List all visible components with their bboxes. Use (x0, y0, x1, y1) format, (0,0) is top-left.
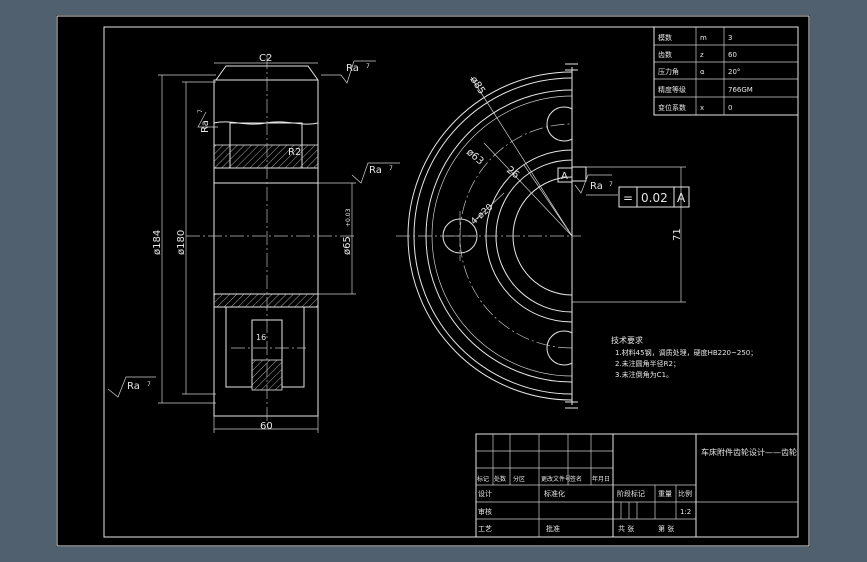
dim-63-dia: ø63 (464, 147, 486, 168)
dim-180-dia: ø180 (176, 230, 187, 255)
hatch-hub-upper (213, 144, 319, 169)
mark-row-2: 处数 (494, 475, 506, 483)
dim-keyway-depth: 71 (672, 228, 683, 241)
dim-pcd-dia: ø85 (467, 75, 486, 97)
weight-label: 重量 (658, 490, 672, 498)
gear-parameter-table (653, 26, 799, 116)
inner-border (103, 26, 799, 538)
keyway (572, 166, 587, 182)
sheet-total: 共 张 (618, 524, 634, 533)
datum-box (557, 167, 573, 183)
dim-key-width: 16 (256, 333, 266, 342)
outer-frame (56, 15, 810, 547)
param-cell: 变位系数 (658, 103, 686, 112)
param-cell: 0 (728, 104, 732, 112)
surface-mark-label: Ra (369, 165, 382, 176)
surface-mark-value: 7 (609, 181, 613, 188)
param-cell: 压力角 (658, 67, 679, 76)
section-view (107, 55, 400, 433)
datum-label: A (561, 171, 568, 182)
surface-mark-label: Ra (590, 181, 603, 192)
sheet-no: 第 张 (658, 524, 674, 533)
check-label: 审核 (478, 507, 492, 516)
param-cell: 20° (728, 68, 740, 76)
dim-outer-dia: ø184 (152, 230, 163, 255)
mark-row-4: 更改文件号 (541, 475, 571, 483)
param-cell: m (700, 34, 707, 42)
dim-hole-dia: 4-ø20 (469, 202, 495, 227)
surface-mark-label: Ra (200, 120, 211, 133)
tech-req-item-1: 1.材料45钢，调质处理，硬度HB220~250； (615, 348, 757, 357)
param-cell: 60 (728, 51, 737, 59)
mark-row-5: 签名 (570, 475, 582, 483)
surface-mark-value: 7 (147, 381, 151, 388)
surface-mark-label: Ra (346, 63, 359, 74)
scale-value: 1:2 (680, 508, 691, 516)
surface-mark-value: 7 (389, 165, 393, 172)
tech-req-item-2: 2.未注圆角半径R2； (615, 359, 680, 368)
hatch-hub-lower (213, 293, 319, 308)
dim-bore-tolerance: +0.03 (345, 208, 352, 227)
param-cell: α (700, 68, 705, 76)
dim-chamfer: C2 (259, 53, 272, 64)
tolerance-symbol: = (623, 191, 633, 205)
dim-bore-dia: ø65 (342, 236, 353, 255)
param-cell: 3 (728, 34, 732, 42)
surface-mark-value: 7 (197, 109, 204, 113)
surface-mark-value: 7 (366, 63, 370, 70)
lightening-hole (546, 330, 572, 366)
lightening-hole (546, 106, 572, 142)
tolerance-value: 0.02 (641, 191, 668, 205)
param-cell: 模数 (658, 33, 672, 42)
standard-label: 标准化 (544, 489, 565, 498)
param-cell: 齿数 (658, 50, 672, 59)
scale-label: 比例 (678, 489, 692, 498)
param-cell: x (700, 104, 704, 112)
mark-row-6: 年月日 (592, 475, 610, 483)
param-cell: 766GM (728, 86, 753, 94)
tech-req-item-3: 3.未注倒角为C1。 (615, 370, 673, 379)
param-cell: z (700, 51, 704, 59)
mark-row-3: 分区 (513, 475, 525, 483)
process-label: 工艺 (478, 525, 492, 533)
tolerance-frame (618, 186, 690, 208)
tech-req-title: 技术要求 (611, 335, 643, 345)
mark-row-1: 标记 (477, 475, 489, 483)
param-cell: 精度等级 (658, 85, 686, 94)
drawing-canvas: C2 R2 60 ø184 ø180 ø65 +0.03 16 Ra 7 Ra … (56, 15, 810, 547)
title-block (475, 433, 799, 538)
approve-label: 批准 (546, 524, 560, 533)
cad-drawing-sheet: C2 R2 60 ø184 ø180 ø65 +0.03 16 Ra 7 Ra … (56, 15, 810, 547)
dim-radius: R2 (288, 147, 301, 158)
dim-width: 60 (260, 421, 273, 432)
tolerance-datum: A (677, 191, 686, 205)
surface-mark-label: Ra (127, 381, 140, 392)
design-label: 设计 (478, 489, 492, 498)
stage-mark-label: 阶段标记 (617, 489, 645, 498)
drawing-title: 车床附件齿轮设计——齿轮 (701, 447, 797, 457)
